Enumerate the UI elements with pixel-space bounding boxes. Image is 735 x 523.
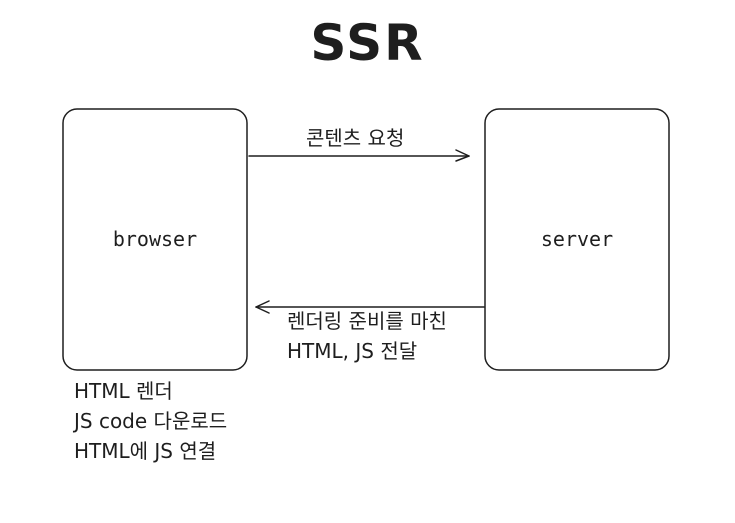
response-edge-label-line-1: 렌더링 준비를 마친 [287,309,447,333]
response-edge-label: 렌더링 준비를 마친 HTML, JS 전달 [287,306,447,366]
diagram-title: SSR [310,14,425,72]
response-arrow [255,300,485,314]
browser-node-label: browser [112,227,198,251]
response-edge-label-line-2: HTML, JS 전달 [287,339,418,363]
browser-node-box [62,108,248,371]
server-node-box [484,108,670,371]
browser-note-line-2: JS code 다운로드 [74,409,228,433]
browser-note-line-1: HTML 렌더 [74,379,173,403]
request-edge-label: 콘텐츠 요청 [306,126,405,150]
browser-note-line-3: HTML에 JS 연결 [74,439,217,463]
server-node-label: server [540,227,614,251]
browser-notes: HTML 렌더 JS code 다운로드 HTML에 JS 연결 [74,376,227,466]
request-arrow [248,149,470,162]
